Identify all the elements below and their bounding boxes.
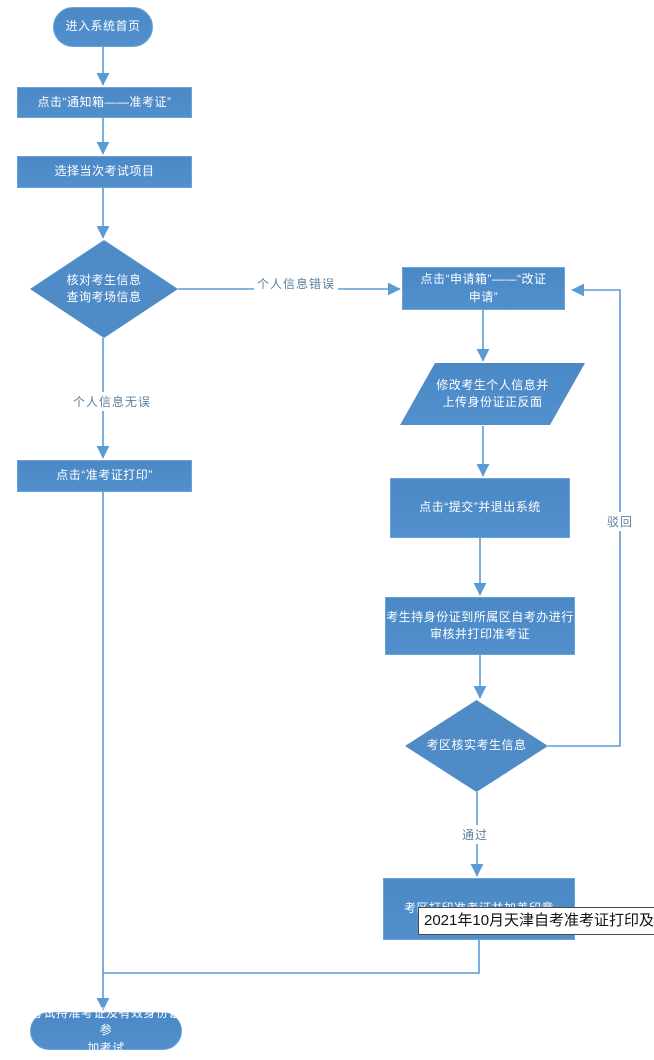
node-click-print: 点击“准考证打印” (17, 460, 192, 492)
node-select-exam: 选择当次考试项目 (17, 156, 192, 188)
edge-label-reject: 驳回 (604, 512, 637, 531)
node-start: 进入系统首页 (53, 7, 153, 47)
node-click-apply: 点击“申请箱”——“改证 申请” (402, 267, 565, 310)
node-office-review: 考生持身份证到所属区自考办进行 审核并打印准考证 (385, 597, 575, 655)
node-modify-info: 修改考生个人信息并 上传身份证正反面 (400, 363, 585, 425)
edge-label-pass: 通过 (459, 825, 492, 844)
node-click-notice-box: 点击“通知箱——准考证” (17, 87, 192, 118)
edge-label-info-wrong: 个人信息错误 (254, 274, 339, 293)
edge-label-info-correct: 个人信息无误 (70, 392, 155, 411)
node-end: 考试持准考证及有效身份证参 加考试 (30, 1005, 182, 1055)
node-submit-exit: 点击“提交”并退出系统 (390, 478, 570, 538)
caption-tooltip: 2021年10月天津自考准考证打印及个人信息 (418, 907, 654, 935)
